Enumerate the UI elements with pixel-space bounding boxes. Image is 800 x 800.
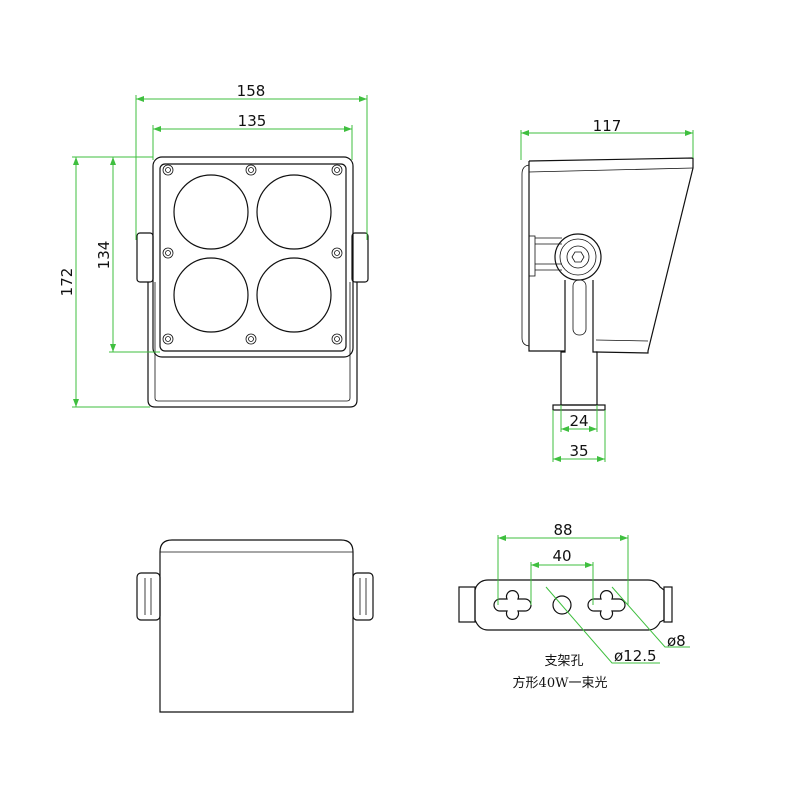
dim-center-hole: ø12.5 <box>614 647 657 665</box>
dim-hole-span-inner: 40 <box>552 547 571 565</box>
dim-width-inner: 135 <box>238 112 267 130</box>
note-bracket-holes: 支架孔 <box>544 654 583 669</box>
dim-slot: ø8 <box>667 632 686 650</box>
dim-hole-span-outer: 88 <box>553 521 572 539</box>
dim-height-inner: 134 <box>95 241 113 270</box>
lens-group <box>173 174 332 333</box>
dim-base-width: 35 <box>569 442 588 460</box>
note-product: 方形40W一束光 <box>513 675 608 691</box>
dim-stem-width: 24 <box>569 412 588 430</box>
dim-width-outer: 158 <box>237 82 266 100</box>
dim-depth: 117 <box>593 117 622 135</box>
screws <box>162 164 343 345</box>
side-view: 117 24 35 <box>520 117 694 462</box>
front-view: 158 135 172 134 <box>58 82 369 408</box>
top-view <box>136 539 374 713</box>
bracket-view: 88 40 ø12.5 ø8 支架孔 方形40W一束光 <box>458 521 690 691</box>
dim-height-outer: 172 <box>58 268 76 297</box>
